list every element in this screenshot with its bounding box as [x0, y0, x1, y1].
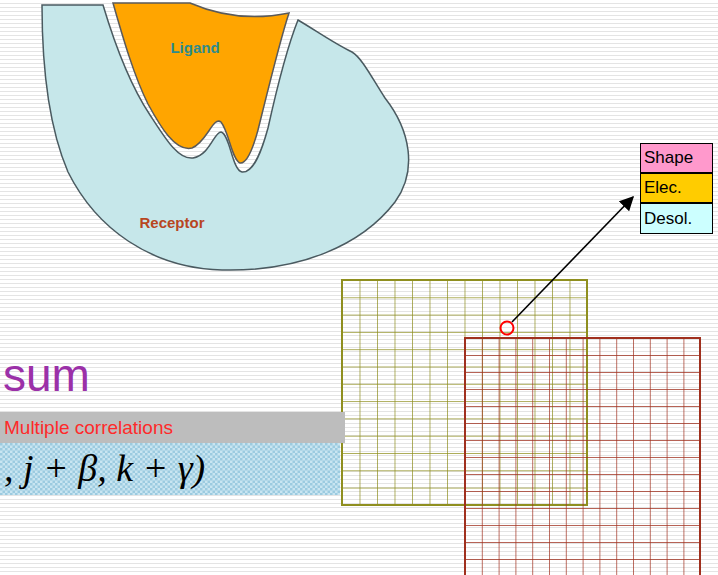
- caption-text: Multiple correlations: [4, 413, 173, 442]
- caption-bar: [0, 412, 345, 443]
- shape-label: Ligand: [170, 39, 219, 56]
- shape-label: Receptor: [139, 214, 204, 231]
- term-box: Elec.: [640, 173, 713, 203]
- receptor-shape-outline: [36, 0, 421, 276]
- term-label: Desol.: [644, 209, 692, 229]
- term-label: Elec.: [644, 178, 682, 198]
- term-box: Shape: [640, 143, 713, 173]
- pointer-arrow: [512, 197, 633, 322]
- receptor-shape: Receptor: [36, 0, 421, 276]
- receptor-grid: [465, 338, 700, 575]
- formula-text: , j + β, k + γ): [4, 446, 205, 490]
- term-box: Desol.: [640, 203, 713, 234]
- slide-word: sum: [3, 348, 90, 402]
- grid-point-marker: [501, 322, 514, 335]
- formula-panel: [0, 443, 340, 495]
- term-label: Shape: [644, 148, 693, 168]
- receptor-shape-path: [42, 5, 409, 270]
